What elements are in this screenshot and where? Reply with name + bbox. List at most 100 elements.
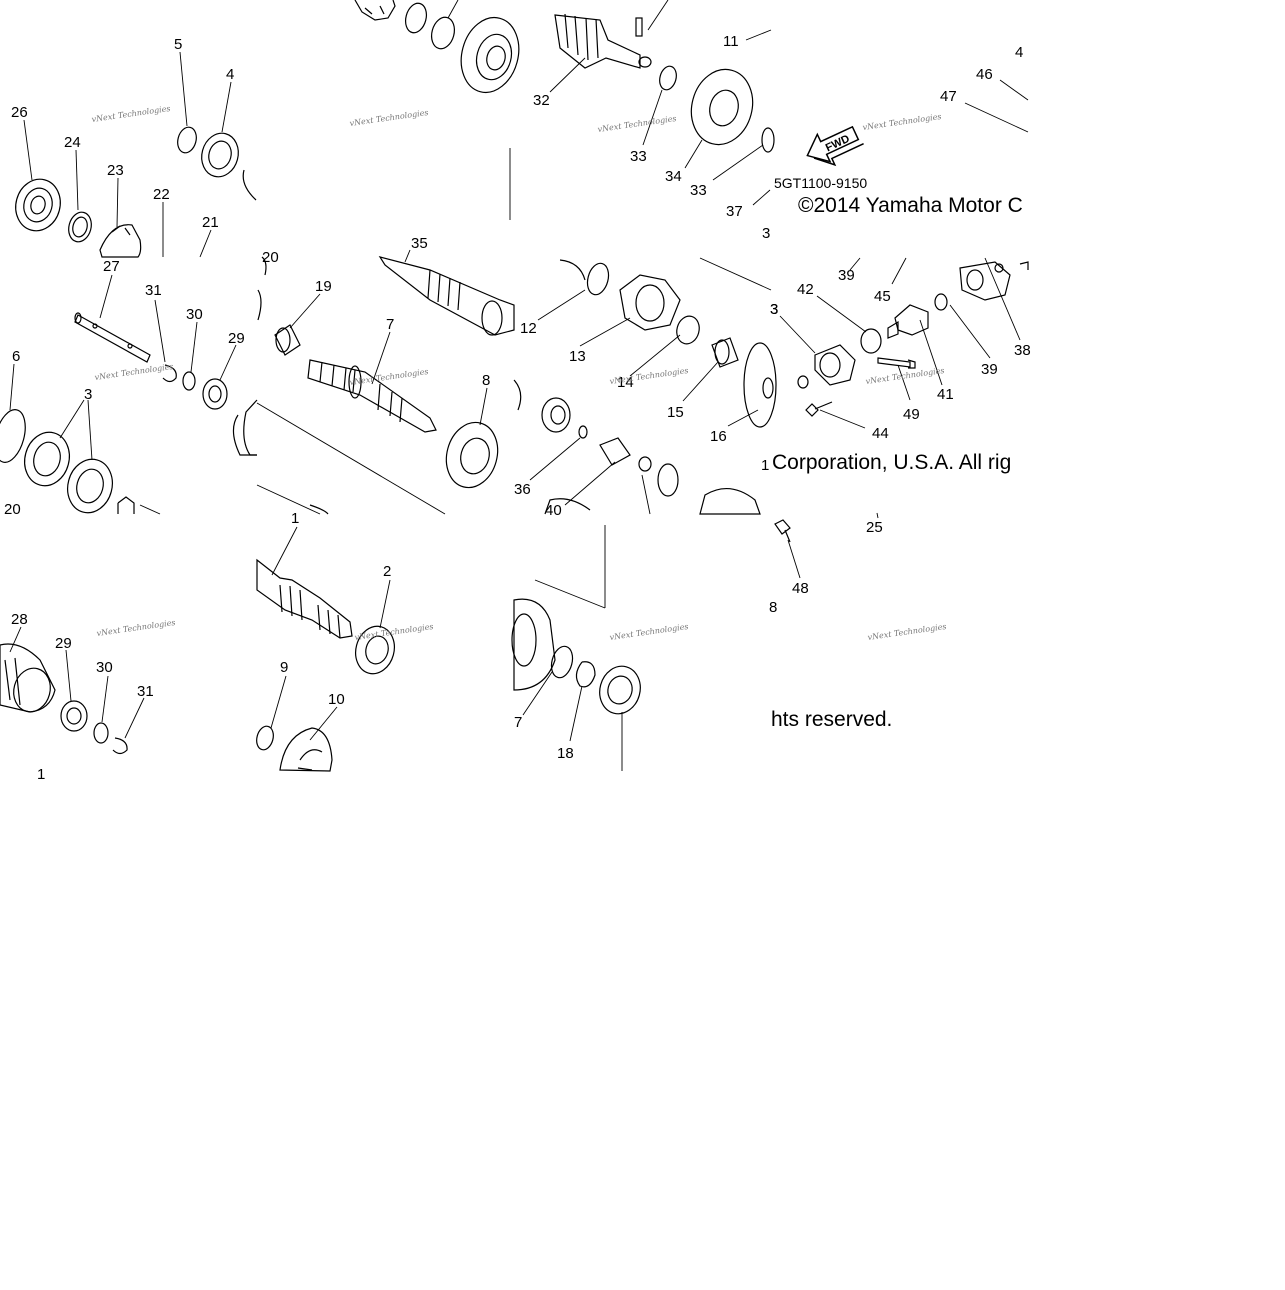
washer-39	[934, 293, 948, 311]
bearing-4	[201, 132, 239, 178]
watermark: vNext Technologies	[349, 367, 429, 387]
gear-17	[513, 598, 556, 691]
gear-23	[99, 224, 142, 258]
callout-8: 8	[482, 372, 490, 389]
circlip-12	[586, 262, 610, 296]
callout-40: 40	[545, 502, 562, 519]
callout-45: 45	[874, 288, 891, 305]
gear-8	[445, 421, 499, 489]
tile-9: 28 29 30 31 1 vNext Technologies	[0, 611, 176, 783]
callout-37: 37	[726, 203, 743, 220]
callout-31b: 31	[137, 683, 154, 700]
tile-12: 48 8 hts reserved. vNext Technologies	[769, 519, 947, 731]
gear-34	[690, 68, 754, 146]
sensor-41	[894, 304, 929, 336]
shaft-32	[554, 14, 641, 69]
callout-7b: 7	[514, 714, 522, 731]
bearing-3b	[67, 458, 113, 514]
o-ring-42	[860, 328, 882, 354]
callout-5: 5	[174, 36, 182, 53]
shift-shaft-27	[74, 314, 151, 363]
clip-31b	[112, 737, 128, 755]
callout-30b: 30	[96, 659, 113, 676]
callout-22: 22	[153, 186, 170, 203]
callout-33b: 33	[690, 182, 707, 199]
callout-27: 27	[103, 258, 120, 275]
copyright-line-1: ©2014 Yamaha Motor C	[798, 194, 1023, 217]
callout-4x: 4	[1015, 44, 1023, 61]
copyright-line-3: hts reserved.	[771, 708, 892, 731]
watermark: vNext Technologies	[609, 366, 689, 386]
callout-10: 10	[328, 691, 345, 708]
housing-38	[959, 261, 1011, 301]
watermark: vNext Technologies	[96, 618, 176, 638]
callout-3b: 3	[770, 301, 778, 318]
watermark: vNext Technologies	[354, 622, 434, 642]
tile-10: 1 2 9 10 vNext Technologies	[256, 504, 434, 772]
callout-41: 41	[937, 386, 954, 403]
ring-5	[177, 126, 197, 154]
tile-5: 27 31 30 29 6 3 20 vNext Technologies	[0, 258, 257, 518]
tile-11: 7 18 vNext Technologies	[511, 525, 689, 771]
pin	[635, 17, 643, 37]
callout-49: 49	[903, 406, 920, 423]
callout-31: 31	[145, 282, 162, 299]
callout-39b: 39	[981, 361, 998, 378]
shaft-35	[378, 256, 515, 336]
washer-30	[182, 371, 196, 391]
washer-17	[550, 645, 574, 679]
tile-8: 42 3 39 45 38 41 39 49 44 25 Corporation…	[770, 257, 1031, 536]
callout-15: 15	[667, 404, 684, 421]
callout-36: 36	[514, 481, 531, 498]
gear-10	[279, 727, 333, 772]
callout-11: 11	[723, 33, 739, 50]
washer-30b	[93, 722, 109, 744]
tile-6: 20 35 19 7 8 vNext Technologies	[243, 235, 515, 515]
callout-26: 26	[11, 104, 28, 121]
svg-text:20: 20	[262, 249, 279, 266]
callout-2: 2	[383, 563, 391, 580]
washer-24	[68, 211, 92, 243]
callout-1: 1	[291, 510, 299, 527]
watermark: vNext Technologies	[865, 366, 945, 386]
gear-top	[460, 16, 520, 94]
tile-2: vNext Technologies	[349, 0, 520, 220]
callout-48: 48	[792, 580, 809, 597]
callout-28: 28	[11, 611, 28, 628]
circlip	[404, 2, 428, 34]
callout-19: 19	[315, 278, 332, 295]
callout-25: 25	[866, 519, 883, 536]
bolt-44	[805, 401, 833, 417]
callout-12: 12	[520, 320, 537, 337]
bearing-29b	[60, 700, 88, 732]
drawing-code: 5GT1100-9150	[774, 175, 867, 191]
callout-13: 13	[569, 348, 586, 365]
callout-20: 20	[4, 501, 21, 518]
callout-47: 47	[940, 88, 957, 105]
callout-30: 30	[186, 306, 203, 323]
svg-text:3: 3	[762, 225, 770, 242]
tile-1: 5 4 26 24 23 22 21 vNext Technologies	[11, 36, 257, 258]
callout-24: 24	[64, 134, 81, 151]
fwd-arrow-icon: FWD	[806, 125, 864, 167]
bearing-big	[599, 665, 641, 715]
watermark: vNext Technologies	[862, 112, 942, 132]
callout-23: 23	[107, 162, 124, 179]
fork-assembly	[354, 0, 396, 21]
callout-44: 44	[872, 425, 889, 442]
callout-42: 42	[797, 281, 814, 298]
callout-1x: 1	[761, 457, 769, 474]
gear-6	[0, 409, 26, 463]
drive-shaft-1	[256, 558, 353, 639]
watermark: vNext Technologies	[94, 362, 174, 382]
callout-4: 4	[226, 66, 234, 83]
callout-32: 32	[533, 92, 550, 109]
callout-29b: 29	[55, 635, 72, 652]
tile-4: FWD 5GT1100-9150 ©2014 Yamaha Motor C 47…	[774, 44, 1029, 217]
callout-38: 38	[1014, 342, 1031, 359]
watermark: vNext Technologies	[597, 114, 677, 134]
watermark: vNext Technologies	[609, 622, 689, 642]
callout-1b: 1	[37, 766, 45, 783]
